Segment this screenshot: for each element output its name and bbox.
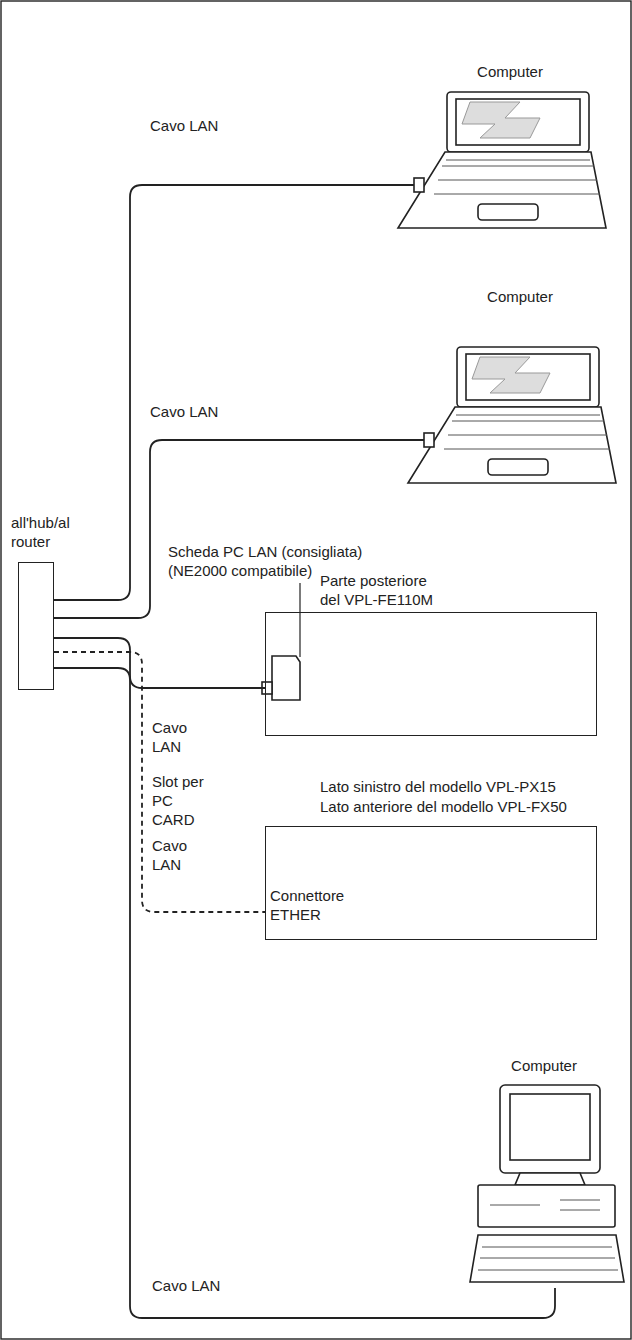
cable-label: Cavo LAN xyxy=(152,836,192,874)
node-heading: Computer xyxy=(414,62,606,81)
lan-cable xyxy=(54,638,265,688)
cable-label: Cavo LAN xyxy=(150,402,250,421)
computer-node: Computer xyxy=(468,1056,620,1288)
cable-label: Cavo LAN xyxy=(152,718,192,756)
part-label: Connettore ETHER xyxy=(270,886,355,924)
node-heading: Computer xyxy=(468,1056,620,1075)
part-label: Slot per PC CARD xyxy=(152,772,208,829)
desktop-drawing xyxy=(470,1085,624,1282)
lan-cable xyxy=(54,440,424,618)
cable-label: Cavo LAN xyxy=(150,116,250,135)
node-heading: Lato anteriore del modello VPL-FX50 xyxy=(320,797,567,816)
node-heading: Parte posteriore del VPL-FE110M xyxy=(320,571,445,609)
lan-cable xyxy=(54,185,414,600)
pc-card-drawing xyxy=(262,583,300,700)
lan-cable xyxy=(54,652,265,912)
node-heading: Lato sinistro del modello VPL-PX15 xyxy=(320,777,556,796)
node-heading: Computer xyxy=(424,287,616,306)
computer-node: Computer xyxy=(424,287,616,489)
node-heading: all'hub/al router xyxy=(11,513,77,551)
device-box: Parte posteriore del VPL-FE110M xyxy=(265,612,597,736)
cable-label: Cavo LAN xyxy=(152,1276,252,1295)
device-box: all'hub/al router xyxy=(18,562,54,690)
laptop-drawing xyxy=(398,92,606,228)
lan-cable xyxy=(54,668,555,1318)
laptop-drawing xyxy=(408,347,616,483)
computer-node: Computer xyxy=(414,62,606,234)
part-label: Scheda PC LAN (consigliata) (NE2000 comp… xyxy=(168,542,373,580)
